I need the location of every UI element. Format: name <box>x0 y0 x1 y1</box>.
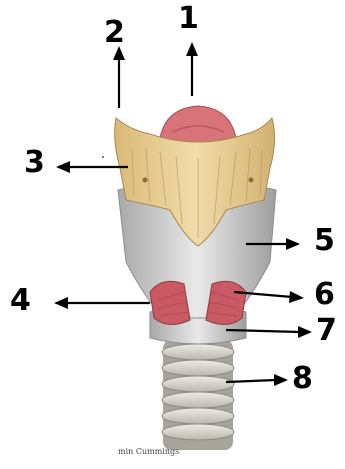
label-6: 6 <box>314 280 335 310</box>
epiglottis <box>160 106 236 144</box>
arrow-1-head <box>186 42 198 56</box>
arrow-6-head <box>289 291 304 303</box>
trachea <box>162 340 234 450</box>
label-2: 2 <box>104 18 125 48</box>
arrow-8 <box>226 380 276 382</box>
arrow-5-head <box>286 238 300 250</box>
cartilage-foramen-right <box>249 178 254 183</box>
label-7: 7 <box>316 316 337 346</box>
arrow-7-head <box>298 326 312 338</box>
label-4: 4 <box>10 286 31 316</box>
label-3: 3 <box>24 148 45 178</box>
cartilage-foramen-left <box>143 178 148 183</box>
arrow-8-head <box>274 374 288 386</box>
label-8: 8 <box>292 364 313 394</box>
arrow-3-head <box>56 161 70 173</box>
label-1: 1 <box>178 4 199 34</box>
label-5: 5 <box>314 226 335 256</box>
image-credit: min Cummings <box>118 447 179 456</box>
arrow-4-head <box>54 297 68 309</box>
stray-dot <box>102 156 104 158</box>
